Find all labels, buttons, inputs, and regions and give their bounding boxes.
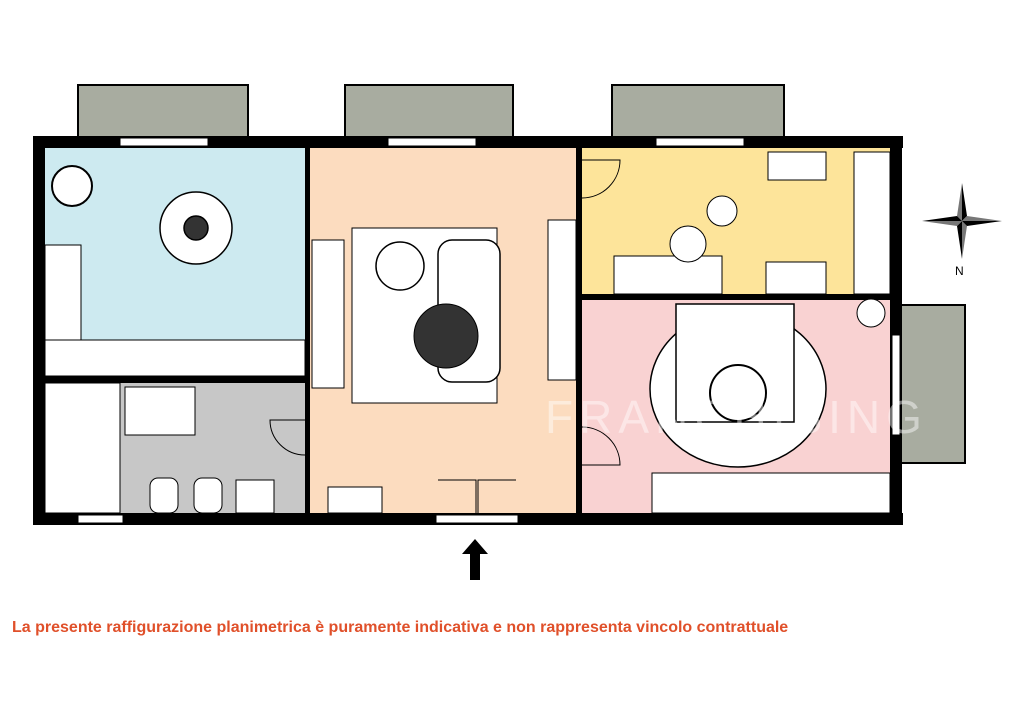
- inner-walls: [45, 148, 890, 513]
- dining-table: [159, 191, 233, 265]
- sideboard: [767, 151, 827, 181]
- plant-icon: [51, 165, 93, 207]
- bathtub: [44, 382, 121, 514]
- plant-icon: [413, 303, 479, 369]
- side-table: [706, 195, 738, 227]
- coffee-table: [375, 241, 425, 291]
- shower-tray: [235, 479, 275, 514]
- bookshelf: [547, 219, 577, 381]
- desk-chair: [669, 225, 707, 263]
- wardrobe: [853, 151, 891, 295]
- compass-rose-icon: [922, 183, 1002, 259]
- openings: [77, 137, 901, 524]
- bed-ottoman: [709, 364, 767, 422]
- kitchen-counter-side: [44, 244, 82, 341]
- compass-north-label: N: [955, 264, 964, 278]
- tv-cabinet: [311, 239, 345, 389]
- entry-bench: [327, 486, 383, 514]
- sink: [124, 386, 196, 436]
- balcony-top-left: [77, 84, 249, 138]
- balcony-top-right: [611, 84, 785, 138]
- balcony-top-center: [344, 84, 514, 138]
- bedroom-wardrobe: [651, 472, 891, 514]
- toilet: [149, 477, 179, 514]
- disclaimer-text: La presente raffigurazione planimetrica …: [12, 619, 789, 636]
- desk-right: [765, 261, 827, 295]
- entrance-arrow-icon: [462, 539, 488, 580]
- bidet: [193, 477, 223, 514]
- door-swing-icon: [269, 159, 621, 513]
- plant-icon: [856, 298, 886, 328]
- kitchen-counter: [44, 339, 306, 377]
- balcony-right: [899, 304, 966, 464]
- desk: [613, 255, 723, 295]
